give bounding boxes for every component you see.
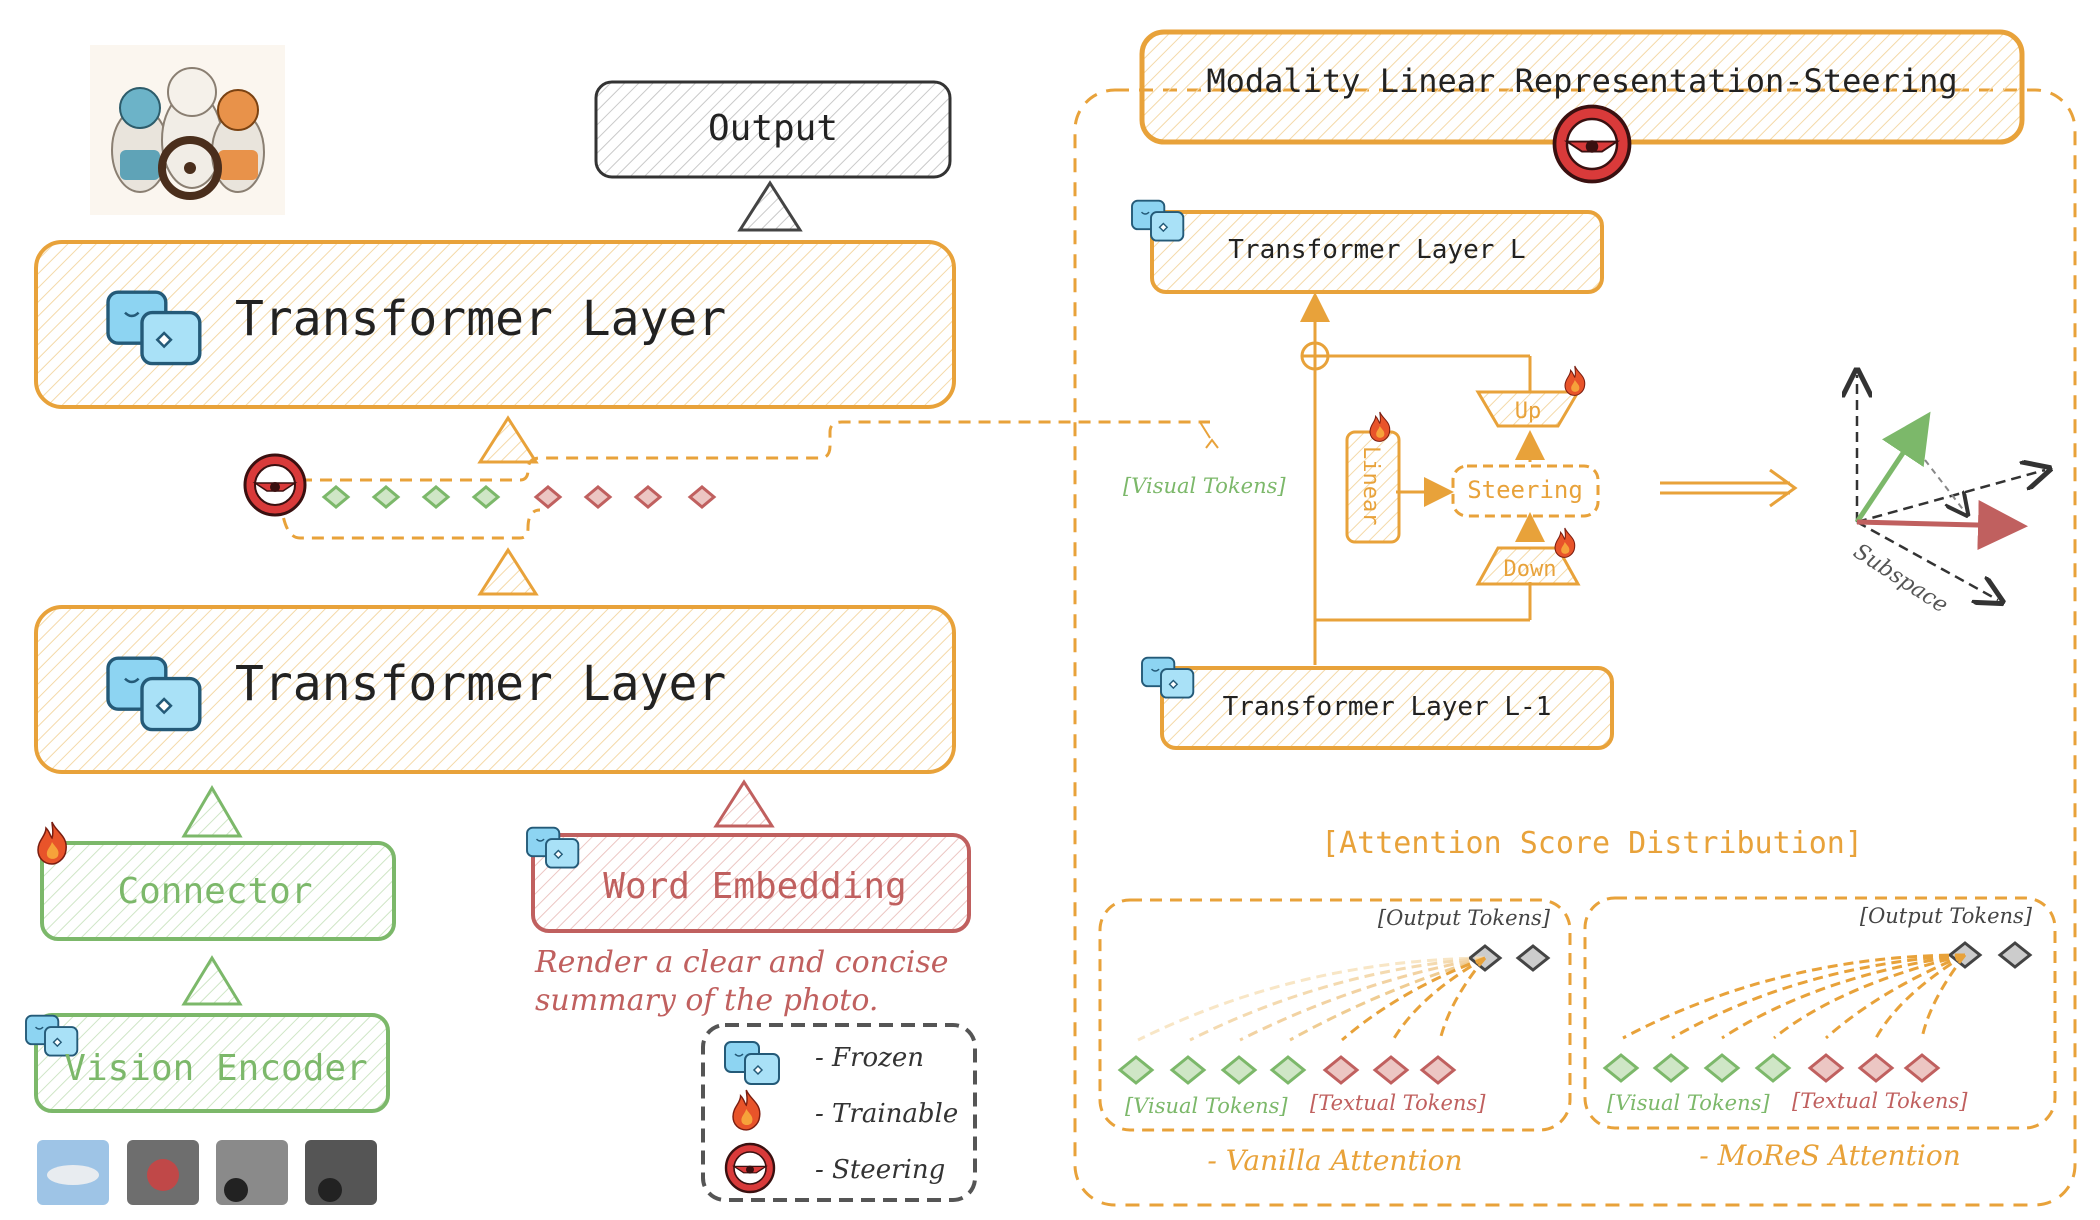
mores-attention-panel: [Output Tokens] [Visual Tokens] [Textual… xyxy=(1583,896,2057,1130)
legend-frozen: - Frozen xyxy=(815,1043,924,1073)
mores-caption: - MoReS Attention xyxy=(1699,1139,1961,1172)
up-label: Up xyxy=(1515,399,1542,424)
steering-box: Steering xyxy=(1451,464,1600,518)
output-tokens-label: [Output Tokens] xyxy=(1378,906,1551,930)
input-image-4 xyxy=(305,1140,377,1205)
connector-box: Connector xyxy=(37,821,396,941)
transform-arrow xyxy=(1660,468,1798,508)
attention-heading: [Attention Score Distribution] xyxy=(1321,826,1863,861)
text-tokens xyxy=(533,485,717,509)
mores-visual-label: [Visual Tokens] xyxy=(1607,1091,1770,1115)
vanilla-textual-label: [Textual Tokens] xyxy=(1310,1091,1486,1115)
steering-label: Steering xyxy=(1467,476,1583,504)
flame-icon xyxy=(1564,365,1586,396)
legend-steering: - Steering xyxy=(815,1155,945,1185)
frozen-icon xyxy=(724,1041,780,1085)
vision-arrow xyxy=(181,955,243,1006)
up-projection: Up xyxy=(1475,365,1586,428)
transformer-layer-L: Transformer Layer L xyxy=(1131,199,1604,294)
word-embedding-box: Word Embedding xyxy=(526,826,971,933)
transformer-bottom-label: Transformer Layer xyxy=(235,656,726,712)
visual-tokens xyxy=(321,485,501,509)
flame-icon xyxy=(732,1089,761,1131)
connector-arrow xyxy=(181,785,243,838)
output-arrow xyxy=(737,180,803,232)
vision-encoder-label: Vision Encoder xyxy=(64,1048,367,1089)
flame-icon xyxy=(1554,527,1576,558)
vanilla-caption: - Vanilla Attention xyxy=(1207,1144,1462,1177)
steering-wheel-icon xyxy=(243,453,307,517)
layer-L-label: Transformer Layer L xyxy=(1228,235,1525,265)
up-arrow-layer xyxy=(477,547,539,596)
legend: - Frozen - Trainable - Steering xyxy=(701,1023,977,1202)
subspace-vectors: Subspace xyxy=(1849,375,2045,618)
down-label: Down xyxy=(1504,557,1557,582)
output-box: Output xyxy=(594,80,952,179)
vanilla-visual-label: [Visual Tokens] xyxy=(1125,1094,1288,1118)
vision-encoder-box: Vision Encoder xyxy=(25,1013,390,1113)
steering-circuit xyxy=(1300,292,1545,665)
transformer-layer-bottom: Transformer Layer xyxy=(34,605,956,774)
linear-box: Linear xyxy=(1345,411,1401,544)
steering-wheel-icon xyxy=(1552,104,1632,184)
frozen-icon xyxy=(1131,199,1185,242)
connector-label: Connector xyxy=(117,871,312,912)
word-embedding-label: Word Embedding xyxy=(603,866,906,907)
transformer-layer-L1: Transformer Layer L-1 xyxy=(1141,656,1614,750)
frozen-icon xyxy=(1141,656,1195,699)
output-label: Output xyxy=(708,108,838,149)
prompt-line-2: summary of the photo. xyxy=(535,983,878,1018)
flame-icon xyxy=(37,821,67,865)
mores-title: Modality Linear Representation-Steering xyxy=(1206,62,1957,100)
subspace-label: Subspace xyxy=(1849,539,1952,618)
transformer-top-label: Transformer Layer xyxy=(235,291,726,347)
mores-title-box: Modality Linear Representation-Steering xyxy=(1139,29,2025,184)
visual-tokens-label: [Visual Tokens] xyxy=(1123,474,1286,498)
mores-textual-label: [Textual Tokens] xyxy=(1792,1089,1968,1113)
layer-L1-label: Transformer Layer L-1 xyxy=(1223,692,1552,722)
mores-textual-tokens xyxy=(1807,1053,1941,1083)
word-embedding-arrow xyxy=(713,779,775,828)
llama-mascot xyxy=(90,45,285,215)
prompt-line-1: Render a clear and concise xyxy=(534,945,949,980)
legend-trainable: - Trainable xyxy=(815,1099,958,1129)
down-projection: Down xyxy=(1475,527,1581,586)
flame-icon xyxy=(1369,411,1391,442)
vanilla-textual-tokens xyxy=(1322,1055,1457,1085)
input-images xyxy=(37,1140,377,1205)
transformer-layer-top: Transformer Layer xyxy=(34,240,956,409)
mores-visual-tokens xyxy=(1602,1053,1792,1083)
vanilla-attention-panel: [Output Tokens] [Visual Tokens] [Textual… xyxy=(1098,898,1572,1132)
up-arrow-tokens xyxy=(477,415,539,464)
vanilla-visual-tokens xyxy=(1117,1055,1307,1085)
steering-wheel-icon xyxy=(724,1142,776,1194)
output-tokens-label: [Output Tokens] xyxy=(1860,904,2033,928)
linear-label: Linear xyxy=(1358,446,1383,525)
token-row xyxy=(243,420,1219,540)
